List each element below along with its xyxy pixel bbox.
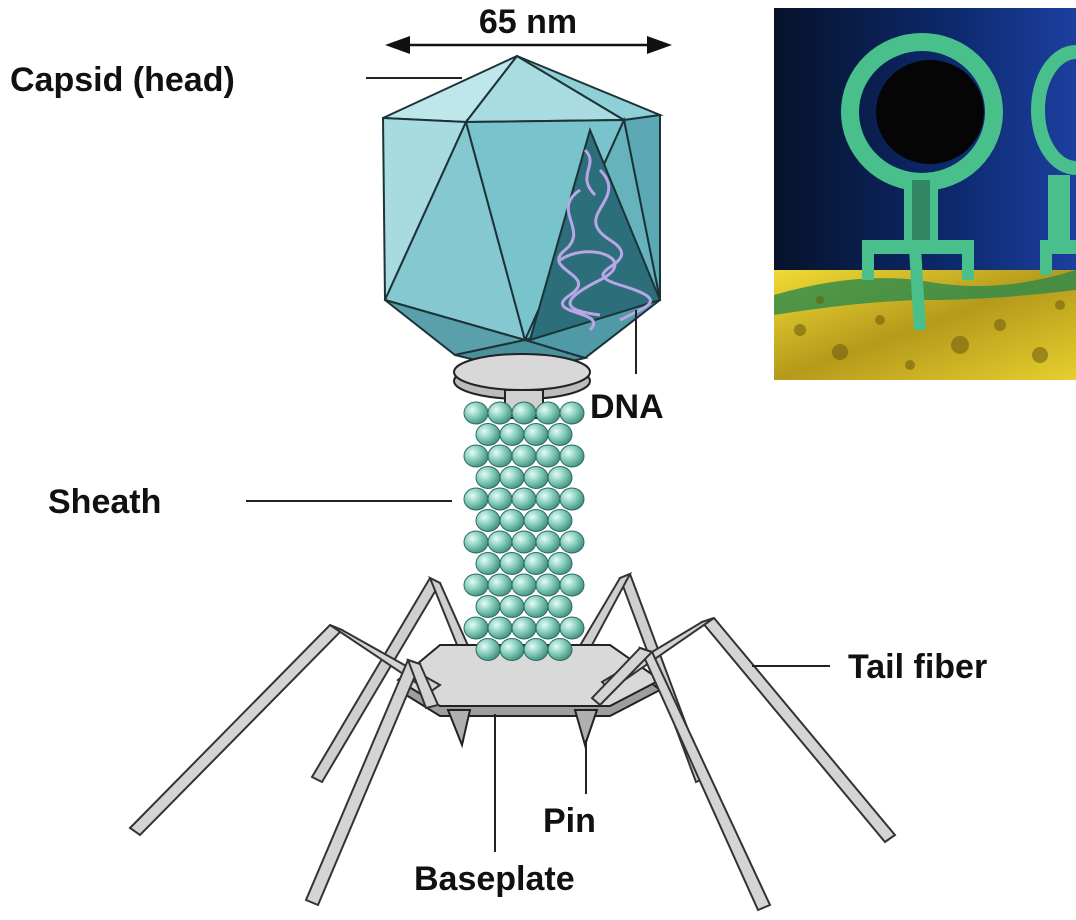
sheath-bead — [548, 639, 572, 661]
sheath-bead — [512, 402, 536, 424]
sheath-bead — [488, 531, 512, 553]
capsid-label: Capsid (head) — [10, 61, 235, 99]
sheath-bead — [512, 488, 536, 510]
sheath-bead — [512, 617, 536, 639]
sheath — [464, 402, 584, 661]
sheath-bead — [536, 574, 560, 596]
sheath-bead — [524, 467, 548, 489]
sheath-bead — [464, 445, 488, 467]
sheath-bead — [476, 596, 500, 618]
sheath-label: Sheath — [48, 483, 161, 521]
sheath-bead — [536, 488, 560, 510]
sheath-bead — [560, 445, 584, 467]
sheath-bead — [512, 445, 536, 467]
baseplate-label: Baseplate — [414, 860, 575, 898]
sheath-bead — [560, 488, 584, 510]
sheath-bead — [548, 596, 572, 618]
sheath-bead — [548, 510, 572, 532]
sheath-bead — [488, 402, 512, 424]
sheath-bead — [500, 639, 524, 661]
sheath-bead — [524, 424, 548, 446]
micrograph-inset — [774, 8, 1076, 380]
sheath-bead — [476, 424, 500, 446]
pin-label: Pin — [543, 802, 596, 840]
sheath-bead — [476, 510, 500, 532]
sheath-bead — [464, 531, 488, 553]
sheath-bead — [560, 402, 584, 424]
dna-label: DNA — [590, 388, 664, 426]
sheath-bead — [512, 574, 536, 596]
sheath-bead — [500, 510, 524, 532]
sheath-bead — [488, 445, 512, 467]
sheath-bead — [524, 553, 548, 575]
sheath-bead — [476, 553, 500, 575]
sheath-bead — [488, 617, 512, 639]
sheath-bead — [536, 531, 560, 553]
sheath-bead — [464, 617, 488, 639]
sheath-bead — [500, 553, 524, 575]
sheath-bead — [536, 445, 560, 467]
sheath-bead — [560, 574, 584, 596]
sheath-bead — [560, 617, 584, 639]
sheath-bead — [548, 553, 572, 575]
sheath-bead — [500, 424, 524, 446]
tail-fiber-label: Tail fiber — [848, 648, 987, 686]
sheath-bead — [464, 402, 488, 424]
sheath-bead — [500, 596, 524, 618]
sheath-bead — [524, 510, 548, 532]
sheath-bead — [548, 467, 572, 489]
sheath-bead — [512, 531, 536, 553]
sheath-bead — [464, 488, 488, 510]
sheath-bead — [500, 467, 524, 489]
sheath-bead — [560, 531, 584, 553]
sheath-bead — [476, 467, 500, 489]
sheath-bead — [524, 639, 548, 661]
sheath-bead — [476, 639, 500, 661]
sheath-bead — [536, 617, 560, 639]
dimension-label: 65 nm — [479, 3, 577, 41]
sheath-bead — [548, 424, 572, 446]
sheath-bead — [488, 574, 512, 596]
sheath-bead — [464, 574, 488, 596]
sheath-bead — [488, 488, 512, 510]
sheath-bead — [536, 402, 560, 424]
baseplate — [398, 645, 660, 745]
sheath-bead — [524, 596, 548, 618]
